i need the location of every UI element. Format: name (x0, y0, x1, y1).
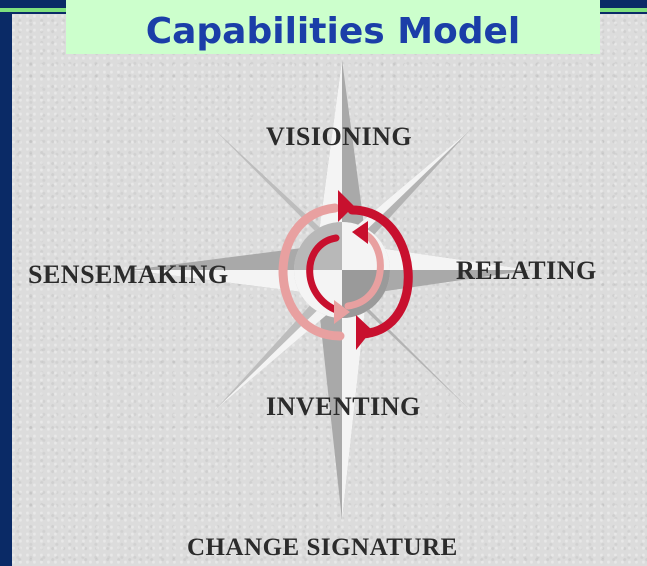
label-south: INVENTING (266, 392, 421, 421)
inner-cycle-arrowhead-right (352, 221, 368, 244)
inner-cycle-arrow-right (344, 228, 384, 310)
outer-cycle-arrowhead-left (338, 190, 354, 222)
outer-cycle-arrow-right (347, 205, 413, 339)
diagram-caption: CHANGE SIGNATURE (187, 534, 458, 561)
slide-title: Capabilities Model (145, 11, 521, 52)
star-facet-light-s (342, 300, 366, 520)
inner-cycle-arrowhead-left (334, 300, 350, 324)
diagram-panel: VISIONING RELATING INVENTING SENSEMAKING… (12, 0, 647, 566)
label-north: VISIONING (266, 122, 413, 151)
star-facet-light-n (318, 60, 342, 240)
star-facet-light-w (130, 270, 318, 294)
star-facet-light-sw (215, 294, 344, 410)
outer-cycle-arrow-left (278, 203, 345, 341)
title-box: Capabilities Model (66, 0, 600, 54)
outer-cycle-arrowhead-right (356, 315, 372, 350)
label-east: RELATING (456, 256, 597, 285)
star-se-point (344, 290, 470, 410)
inner-cycle-arrow-left (306, 234, 346, 316)
label-west: SENSEMAKING (28, 260, 229, 289)
compass-diagram (130, 60, 530, 520)
